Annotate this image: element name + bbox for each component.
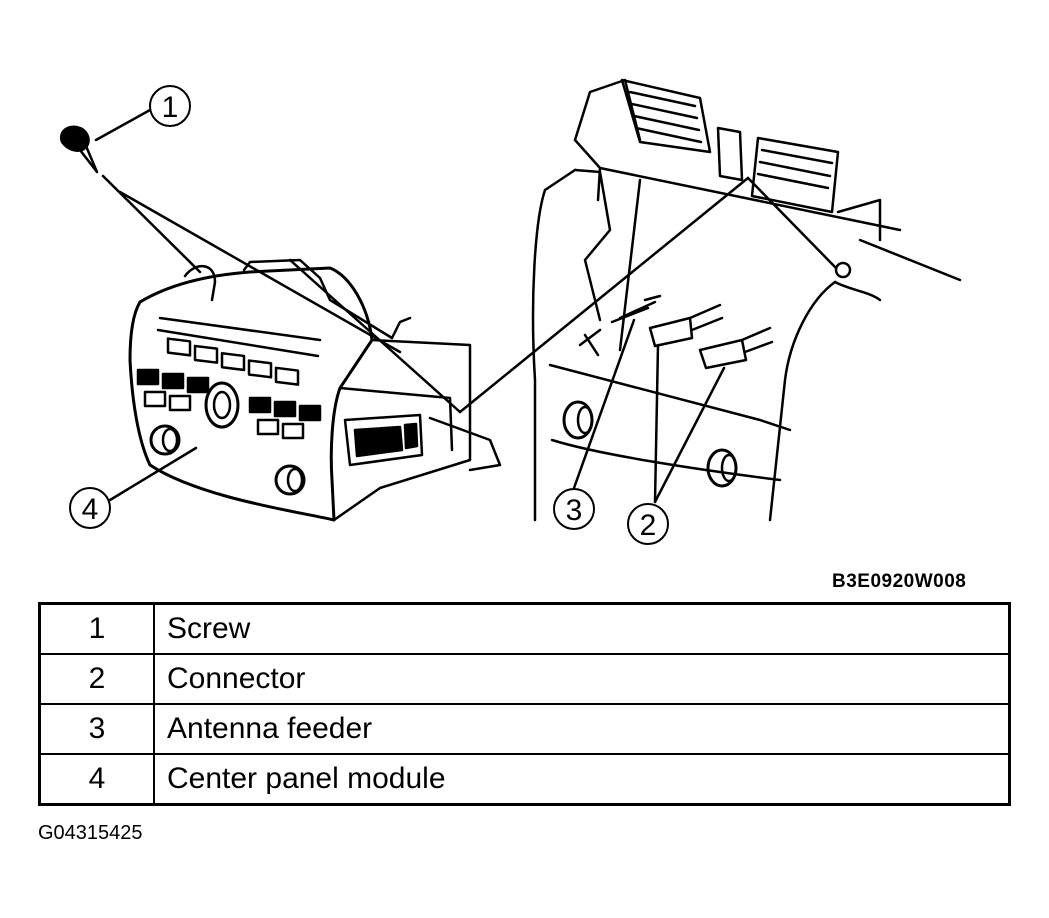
legend-description: Antenna feeder — [153, 703, 1011, 755]
legend-table: 1 Screw 2 Connector 3 Antenna feeder 4 C… — [38, 602, 1011, 806]
legend-number: 4 — [38, 753, 155, 806]
dashboard — [531, 78, 962, 522]
legend-number: 3 — [38, 703, 155, 755]
image-id: G04315425 — [38, 822, 143, 844]
module-guide-line-2 — [458, 176, 750, 414]
screw-guide-line — [101, 174, 202, 274]
screw-part — [59, 125, 99, 174]
legend-number: 2 — [38, 653, 155, 705]
figure-code: B3E0920W008 — [832, 571, 967, 592]
legend-number: 1 — [38, 602, 155, 655]
legend-description: Screw — [153, 602, 1011, 655]
callout-1: 1 — [94, 85, 191, 142]
center-panel-module — [128, 258, 502, 522]
legend-description: Connector — [153, 653, 1011, 705]
svg-text:3: 3 — [566, 494, 583, 527]
legend-row: 4 Center panel module — [38, 753, 1011, 806]
legend-row: 3 Antenna feeder — [38, 703, 1011, 755]
legend-description: Center panel module — [153, 753, 1011, 806]
legend-row: 1 Screw — [38, 602, 1011, 655]
connector-parts — [648, 303, 774, 370]
svg-text:1: 1 — [162, 91, 179, 124]
callout-4: 4 — [69, 446, 198, 529]
antenna-feeder-part — [610, 294, 662, 324]
svg-text:4: 4 — [82, 493, 99, 526]
legend-row: 2 Connector — [38, 653, 1011, 705]
module-guide-line-3 — [746, 176, 838, 270]
svg-text:2: 2 — [640, 509, 657, 542]
callout-3: 3 — [553, 318, 636, 530]
callout-2: 2 — [627, 343, 726, 545]
diagram-illustration: 1 4 3 2 — [59, 78, 962, 545]
module-guide-line — [288, 258, 462, 414]
